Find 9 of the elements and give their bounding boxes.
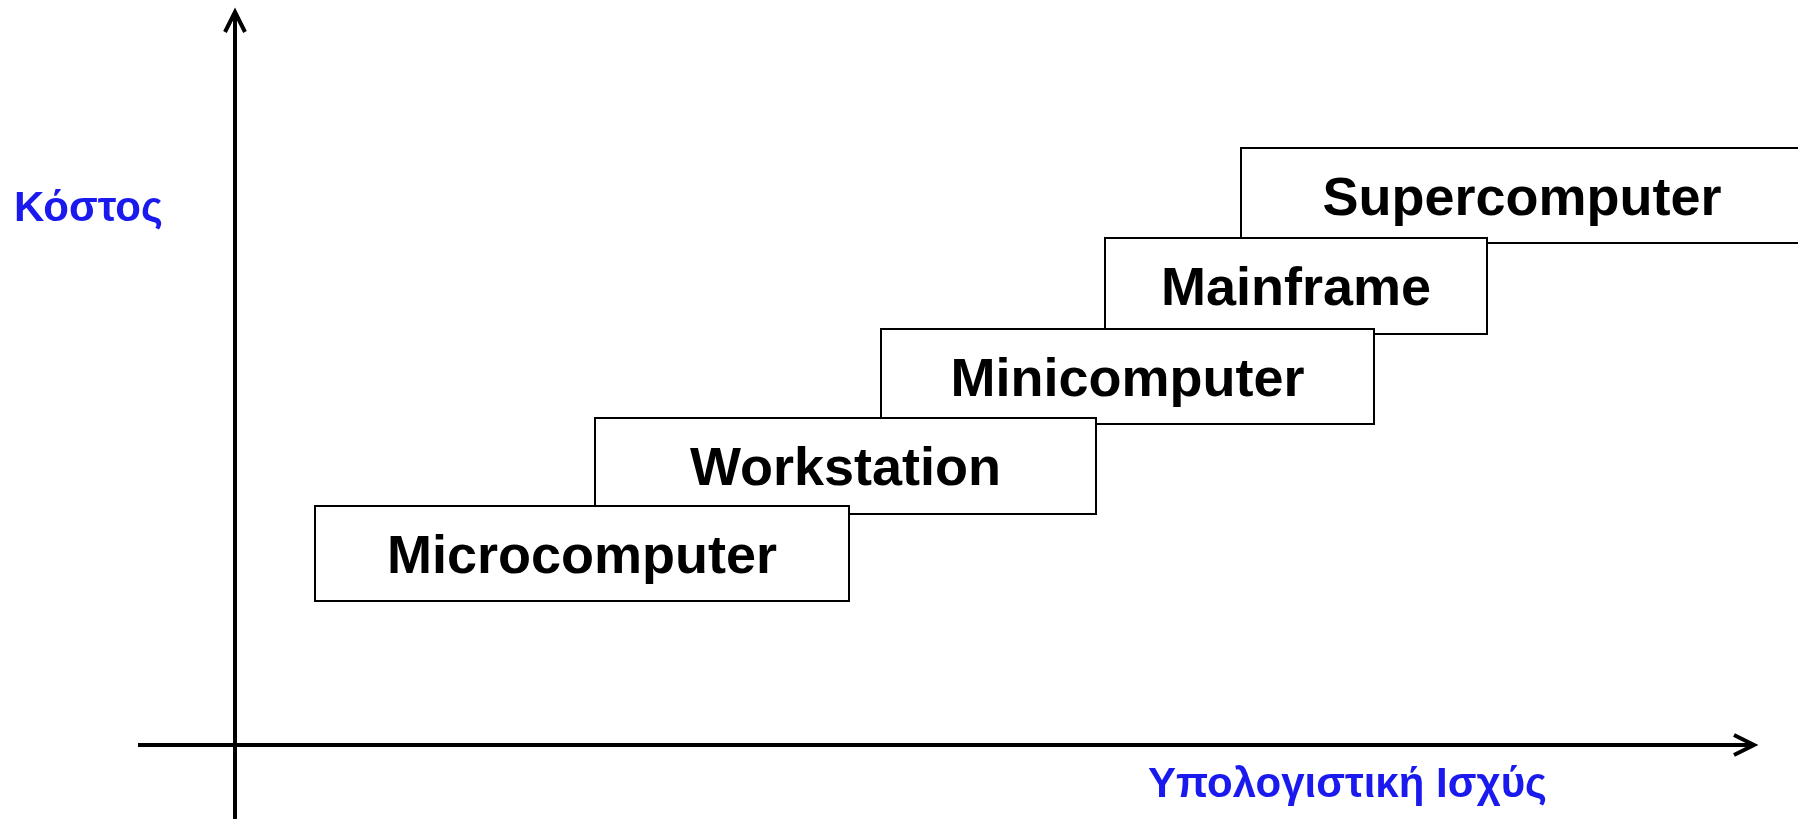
- category-box: [1240, 147, 1798, 244]
- axis-label: Κόστος: [14, 186, 163, 228]
- category-box: [594, 417, 1097, 515]
- category-label: Mainframe: [1160, 259, 1432, 313]
- category-box: [314, 505, 850, 602]
- axis-label: Υπολογιστική Ισχύς: [1148, 762, 1547, 804]
- category-box: [880, 328, 1375, 425]
- category-box: [1104, 237, 1488, 335]
- category-label: Workstation: [690, 439, 1001, 493]
